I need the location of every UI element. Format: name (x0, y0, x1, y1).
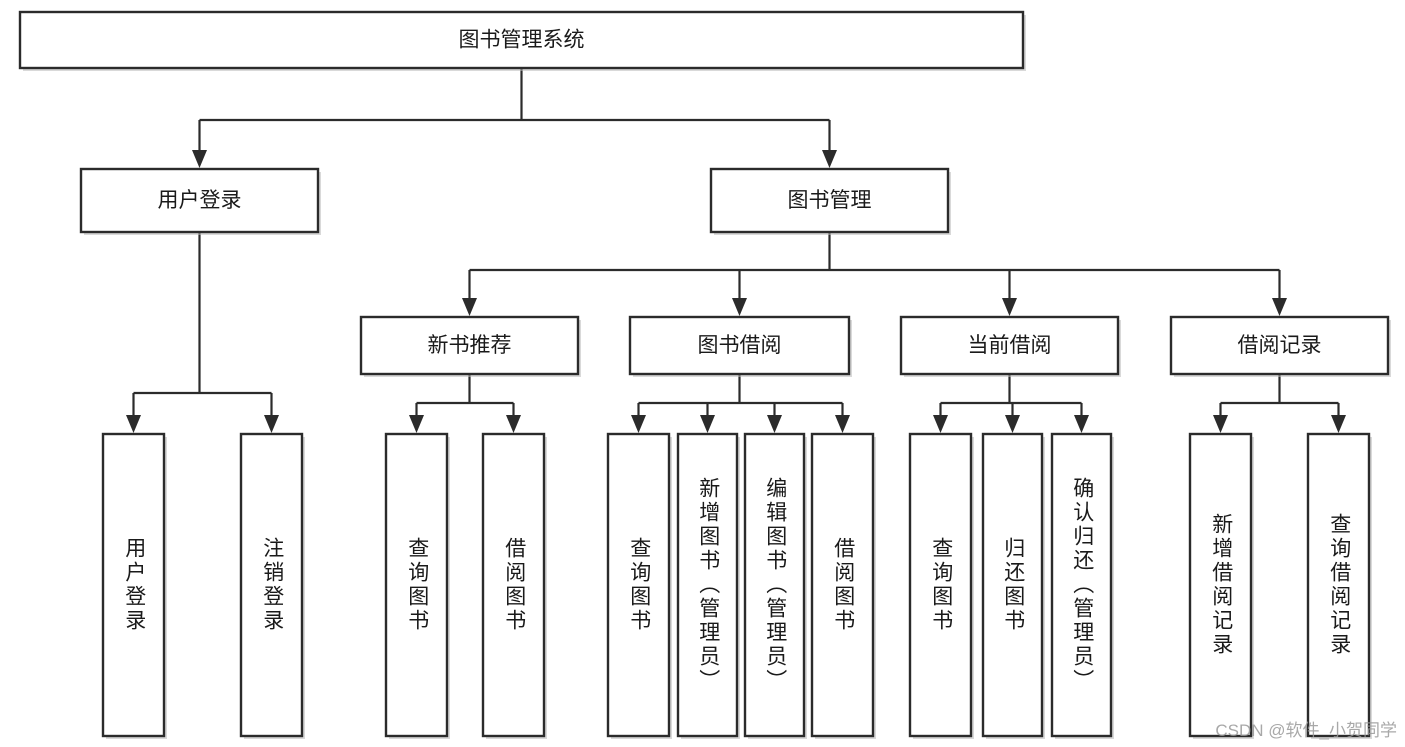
arrow-leaf-add-book-admin (700, 415, 715, 433)
node-leaf-add-book-admin[interactable] (676, 432, 740, 739)
arrow-leaf-borrow-book-new (506, 415, 521, 433)
node-leaf-borrow-book-new[interactable] (481, 432, 547, 739)
node-box-layer (18, 10, 1391, 739)
arrow-book-borrow (732, 298, 747, 316)
node-root[interactable] (18, 10, 1026, 71)
arrow-leaf-confirm-return (1074, 415, 1089, 433)
node-leaf-add-record[interactable] (1188, 432, 1254, 739)
node-user-login[interactable] (79, 167, 321, 235)
node-leaf-query-book-cur[interactable] (908, 432, 974, 739)
node-new-book-recommend-label: 新书推荐 (428, 334, 512, 357)
node-root-label: 图书管理系统 (459, 29, 585, 52)
node-current-borrow-label: 当前借阅 (968, 334, 1052, 357)
node-leaf-query-book-borrow[interactable] (606, 432, 672, 739)
arrow-new-book-recommend (462, 298, 477, 316)
arrow-leaf-user-login (126, 415, 141, 433)
arrow-borrow-record (1272, 298, 1287, 316)
node-borrow-record[interactable] (1169, 315, 1391, 377)
node-leaf-edit-book-admin[interactable] (743, 432, 807, 739)
node-book-borrow[interactable] (628, 315, 852, 377)
node-current-borrow[interactable] (899, 315, 1121, 377)
node-leaf-confirm-return[interactable] (1050, 432, 1114, 739)
arrow-leaf-return-book (1005, 415, 1020, 433)
node-new-book-recommend[interactable] (359, 315, 581, 377)
node-user-login-label: 用户登录 (158, 189, 242, 212)
arrow-leaf-add-record (1213, 415, 1228, 433)
arrow-leaf-query-book-borrow (631, 415, 646, 433)
node-leaf-user-login[interactable] (101, 432, 167, 739)
arrow-leaf-query-book-cur (933, 415, 948, 433)
arrow-user-login (192, 150, 207, 168)
node-leaf-logout-login[interactable] (239, 432, 305, 739)
arrow-leaf-edit-book-admin (767, 415, 782, 433)
node-book-borrow-label: 图书借阅 (698, 334, 782, 357)
node-leaf-return-book[interactable] (981, 432, 1045, 739)
arrow-leaf-query-book-new (409, 415, 424, 433)
arrow-leaf-query-record (1331, 415, 1346, 433)
arrow-leaf-borrow-book (835, 415, 850, 433)
arrow-book-manage (822, 150, 837, 168)
arrow-leaf-logout-login (264, 415, 279, 433)
node-leaf-borrow-book[interactable] (810, 432, 876, 739)
node-leaf-query-book-new[interactable] (384, 432, 450, 739)
node-borrow-record-label: 借阅记录 (1238, 334, 1322, 357)
arrow-current-borrow (1002, 298, 1017, 316)
node-leaf-query-record[interactable] (1306, 432, 1372, 739)
node-book-manage[interactable] (709, 167, 951, 235)
node-book-manage-label: 图书管理 (788, 189, 872, 212)
connector-layer (126, 68, 1346, 433)
